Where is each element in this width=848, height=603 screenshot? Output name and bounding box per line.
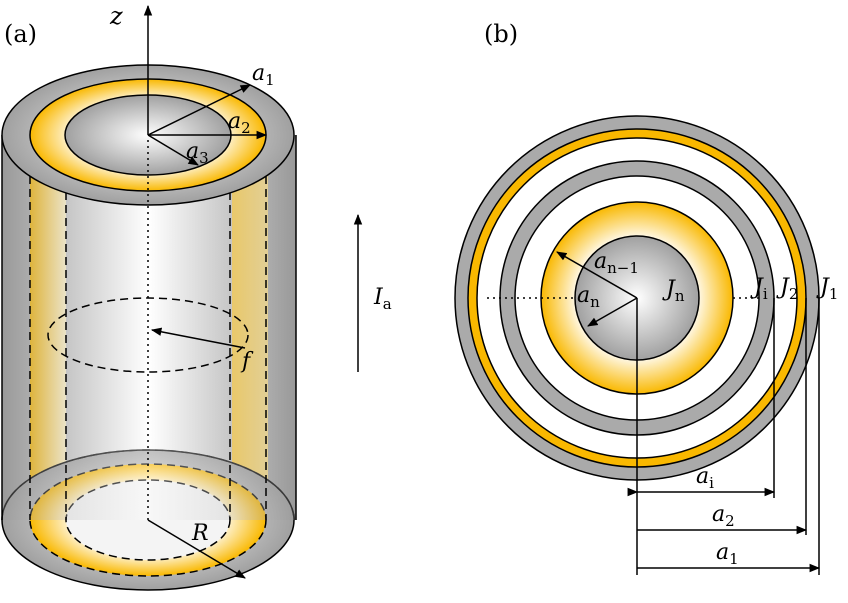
cylinder [1,4,297,591]
J2-label: J2 [776,275,798,303]
Ji-label: Ji [750,275,768,303]
label-a: (a) [4,20,37,48]
a3-label: a3 [186,139,209,167]
b-a1-label: a1 [716,540,739,568]
a1-label: a1 [252,61,275,89]
b-a2-label: a2 [712,502,735,530]
label-b: (b) [484,20,518,48]
an-label: an [577,283,600,311]
Jn-label: Jn [662,277,685,305]
ai-label: ai [696,464,714,492]
an1-label: an−1 [594,249,639,277]
current-label: Ia [373,285,392,313]
R-label: R [191,521,209,546]
z-label: z [109,2,123,30]
a2-label: a2 [228,109,251,137]
concentric-rings [454,115,820,481]
J1-label: J1 [816,275,838,303]
